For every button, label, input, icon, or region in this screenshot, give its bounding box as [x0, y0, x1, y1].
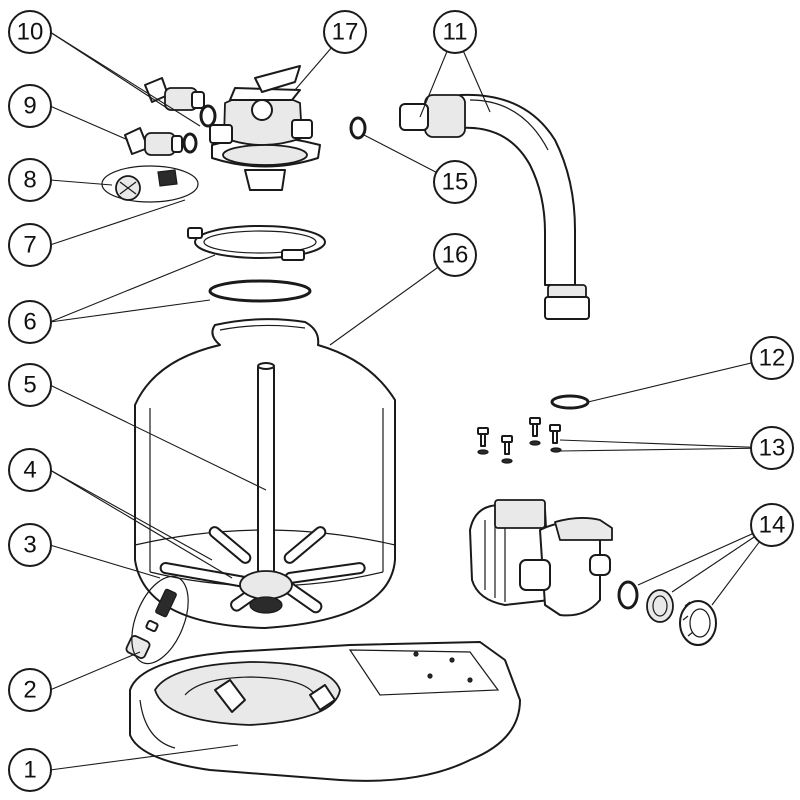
- drain-plug: [125, 575, 189, 665]
- callout-3: 3: [8, 523, 52, 567]
- callout-15-label: 15: [442, 169, 469, 196]
- callout-6: 6: [8, 300, 52, 344]
- callout-14: 14: [750, 503, 794, 547]
- callout-13-label: 13: [759, 435, 786, 462]
- hose-connector-lower: [124, 127, 183, 156]
- callout-9: 9: [8, 84, 52, 128]
- callout-12: 12: [750, 336, 794, 380]
- callout-17-label: 17: [332, 19, 359, 46]
- callout-13: 13: [750, 426, 794, 470]
- bolts-and-washers: [477, 417, 562, 464]
- o-ring-15: [349, 116, 367, 140]
- pump-union-set: [617, 580, 717, 646]
- central-pipe: [257, 362, 275, 581]
- callout-11-label: 11: [443, 19, 468, 46]
- callout-17: 17: [323, 10, 367, 54]
- callout-7-label: 7: [23, 232, 36, 259]
- callout-7: 7: [8, 223, 52, 267]
- callout-16: 16: [433, 233, 477, 277]
- base-stand: [129, 641, 521, 782]
- callout-6-label: 6: [23, 309, 36, 336]
- callout-9-label: 9: [23, 93, 36, 120]
- callout-8: 8: [8, 158, 52, 202]
- callout-1: 1: [8, 748, 52, 792]
- callout-10-label: 10: [17, 19, 44, 46]
- gauge-fittings: [101, 165, 199, 203]
- callout-4-label: 4: [23, 457, 36, 484]
- callout-14-label: 14: [759, 512, 786, 539]
- callout-5-label: 5: [23, 372, 36, 399]
- callout-3-label: 3: [23, 532, 36, 559]
- callout-16-label: 16: [442, 242, 469, 269]
- pump-motor: [469, 499, 613, 617]
- hose-connector-upper: [144, 77, 205, 111]
- tank-o-ring: [208, 279, 312, 303]
- connecting-hose: [399, 93, 590, 320]
- callout-2-label: 2: [23, 677, 36, 704]
- callout-1-label: 1: [23, 757, 36, 784]
- callout-8-label: 8: [23, 167, 36, 194]
- callout-10: 10: [8, 10, 52, 54]
- callout-11: 11: [433, 10, 477, 54]
- callout-2: 2: [8, 668, 52, 712]
- callout-15: 15: [433, 160, 477, 204]
- callout-12-label: 12: [759, 345, 786, 372]
- callout-4: 4: [8, 448, 52, 492]
- o-ring-upper: [199, 104, 217, 128]
- tank-clamp: [187, 225, 326, 261]
- multiport-valve: [209, 65, 321, 191]
- o-ring-12: [550, 394, 590, 410]
- lateral-arms: [159, 526, 366, 614]
- o-ring-lower: [182, 132, 198, 154]
- callout-5: 5: [8, 363, 52, 407]
